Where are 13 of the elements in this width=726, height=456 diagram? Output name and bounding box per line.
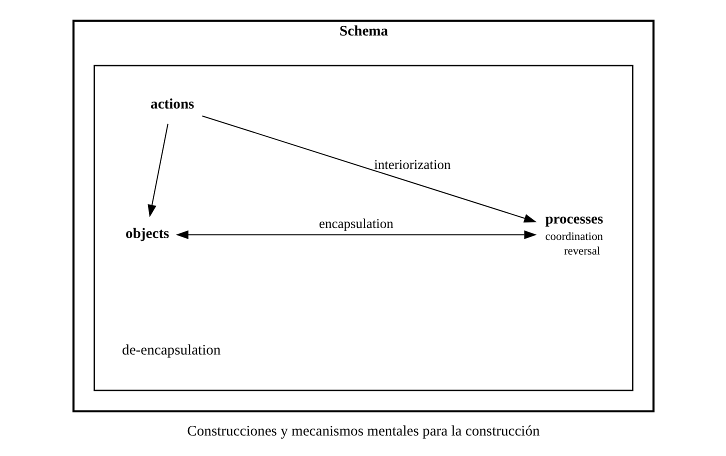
edge-label: interiorization	[374, 157, 450, 172]
node-label: reversal	[563, 245, 600, 258]
node-label: coordination	[544, 230, 603, 243]
arrow	[147, 124, 168, 218]
arrow	[202, 115, 536, 222]
edge-label: encapsulation	[318, 216, 393, 231]
caption: Construcciones y mecanismos mentales para la construcción	[186, 423, 540, 440]
cluster	[93, 64, 633, 392]
node-text: actions	[150, 96, 194, 112]
arrow	[175, 230, 536, 240]
node-text: processes	[544, 212, 603, 228]
label: de-encapsulation	[122, 342, 220, 359]
node-text: objects	[125, 226, 169, 242]
